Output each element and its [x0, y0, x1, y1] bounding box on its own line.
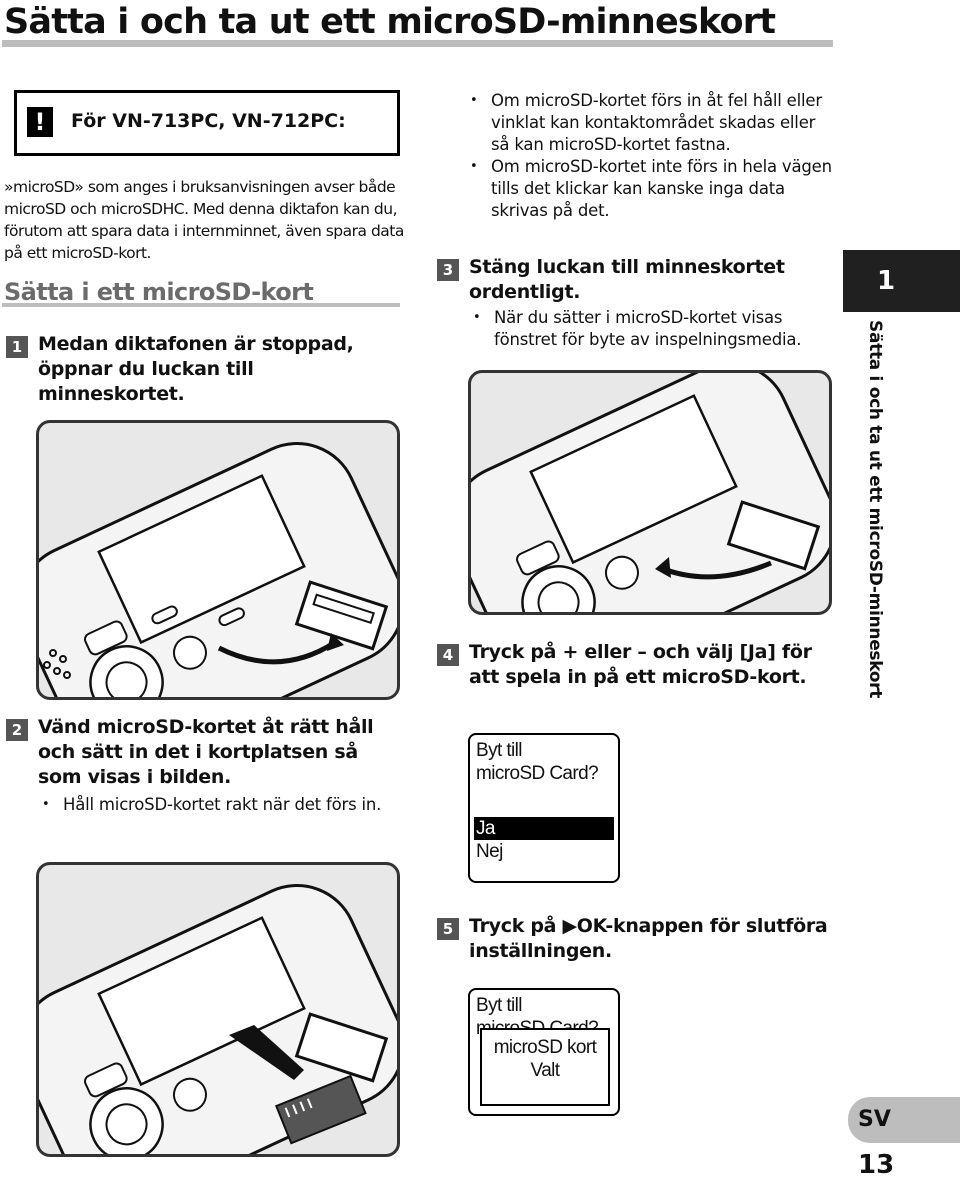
device-screen-confirm: Byt till microSD Card? microSD kort Valt — [468, 988, 620, 1116]
bullet-item: Håll microSD-kortet rakt när det förs in… — [38, 794, 406, 816]
step-number: 2 — [6, 719, 28, 741]
bullet-item: När du sätter i microSD-kortet visas fön… — [469, 307, 839, 351]
illustration-open-cover — [36, 420, 400, 700]
step-2-bullets: Håll microSD-kortet rakt när det förs in… — [38, 794, 406, 816]
step-text: Tryck på + eller – och välj [Ja] för att… — [469, 641, 812, 688]
intro-paragraph: »microSD» som anges i bruksanvisningen a… — [4, 178, 404, 262]
section-title: Sätta i ett microSD-kort — [4, 278, 314, 306]
recorder-open-cover-drawing — [39, 442, 397, 697]
model-note-box: ! För VN-713PC, VN-712PC: — [14, 90, 400, 156]
step-text: Medan diktafonen är stoppad, öppnar du l… — [38, 333, 354, 405]
step-3-bullets: När du sätter i microSD-kortet visas fön… — [469, 307, 839, 351]
step-5: 5 Tryck på ▶OK-knappen för slutföra inst… — [437, 914, 837, 964]
section-rule — [2, 303, 400, 307]
bullet-item: Om microSD-kortet förs in åt fel håll el… — [466, 90, 836, 156]
title-rule — [2, 40, 833, 47]
screen-line: Byt till — [476, 995, 522, 1016]
illustration-insert-card — [36, 862, 400, 1157]
step-text: Stäng luckan till minneskortet ordentlig… — [469, 256, 785, 303]
step-text: Vänd microSD-kortet åt rätt håll och sät… — [38, 716, 374, 788]
screen-line: Byt till — [476, 740, 522, 761]
step-number: 3 — [437, 259, 459, 281]
step-number: 4 — [437, 644, 459, 666]
popup-line: microSD kort — [493, 1037, 597, 1058]
card-warning-bullets: Om microSD-kortet förs in åt fel håll el… — [466, 90, 836, 222]
screen-line: microSD Card? — [476, 763, 599, 784]
illustration-close-cover — [468, 370, 832, 615]
option-nej[interactable]: Nej — [476, 841, 503, 862]
confirm-popup: microSD kort Valt — [480, 1028, 610, 1106]
language-tab: SV — [848, 1097, 960, 1143]
step-1: 1 Medan diktafonen är stoppad, öppnar du… — [6, 332, 406, 407]
popup-line: Valt — [530, 1060, 561, 1081]
exclamation-icon: ! — [27, 107, 53, 137]
recorder-insert-card-drawing — [39, 884, 397, 1154]
chapter-side-label: Sätta i och ta ut ett microSD-minneskort — [862, 320, 888, 699]
option-ja-selected[interactable]: Ja — [474, 817, 614, 840]
page-title: Sätta i och ta ut ett microSD-minneskort — [4, 2, 776, 42]
device-screen-select: Byt till microSD Card? Ja Nej — [468, 733, 620, 883]
step-4: 4 Tryck på + eller – och välj [Ja] för a… — [437, 640, 837, 690]
step-number: 5 — [437, 918, 459, 940]
step-text: Tryck på ▶OK-knappen för slutföra instäl… — [469, 915, 828, 962]
chapter-side-label-text: Sätta i och ta ut ett microSD-minneskort — [865, 320, 885, 699]
bullet-item: Om microSD-kortet inte förs in hela väge… — [466, 156, 836, 222]
note-title: För VN-713PC, VN-712PC: — [71, 110, 346, 132]
step-number: 1 — [6, 336, 28, 358]
page-number: 13 — [858, 1150, 895, 1180]
step-3: 3 Stäng luckan till minneskortet ordentl… — [437, 255, 837, 351]
chapter-tab: 1 — [843, 250, 960, 312]
step-2: 2 Vänd microSD-kortet åt rätt håll och s… — [6, 715, 406, 816]
recorder-close-cover-drawing — [471, 373, 829, 612]
